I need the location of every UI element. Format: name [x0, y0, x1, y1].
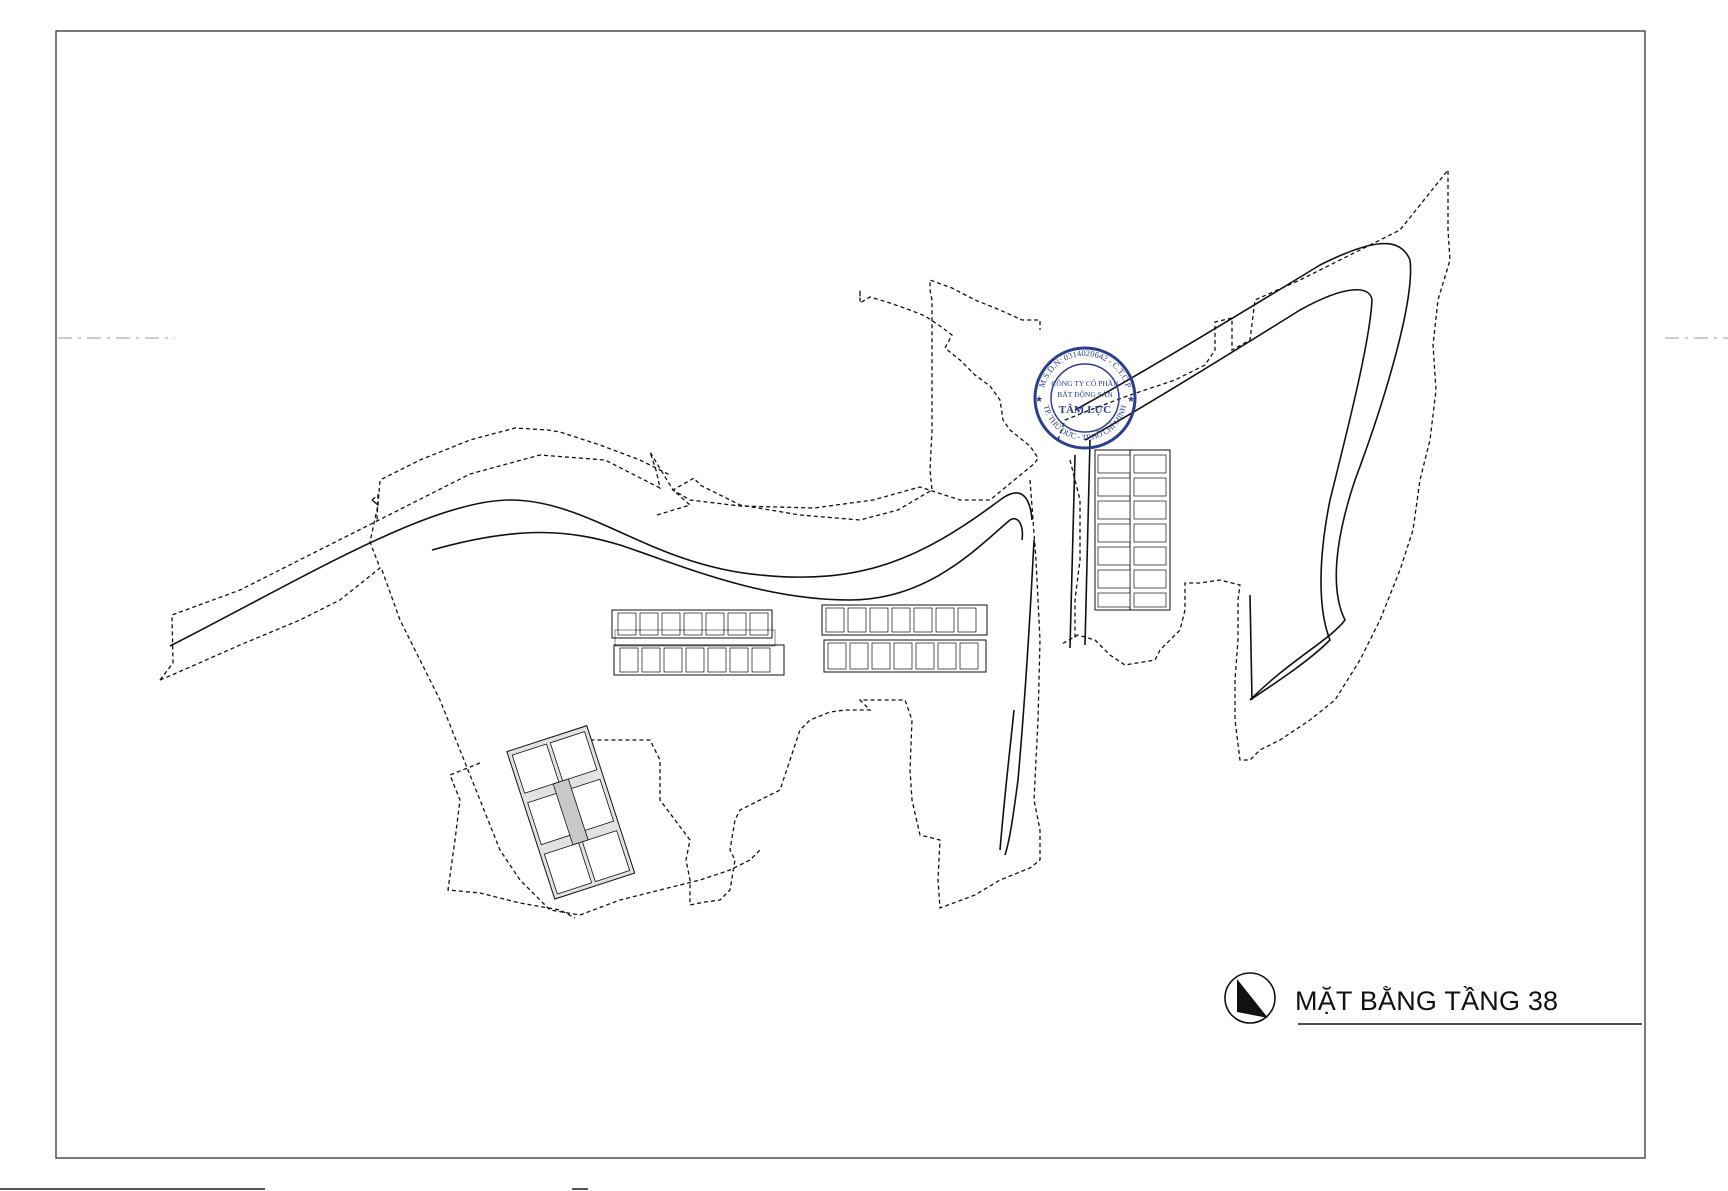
- road-main-curve-north: [169, 492, 1033, 647]
- boundary-southwest-block: [381, 569, 761, 916]
- roads: [169, 242, 1412, 856]
- boundary-east-inner-left: [1069, 459, 1081, 640]
- company-stamp: M.S.D.N: 0314020642 - C.T.C.P TP. THỦ ĐỨ…: [1033, 346, 1137, 450]
- scan-artifacts: [0, 337, 1728, 1190]
- stamp-line3: TÂM LỰC: [1059, 404, 1112, 416]
- boundary-west-top: [159, 493, 381, 681]
- sheet-border: [55, 30, 1646, 1159]
- north-arrow-icon: [1224, 972, 1276, 1024]
- stamp-line1: CÔNG TY CỔ PHẦN: [1051, 378, 1119, 388]
- road-east-vertical-right: [1084, 439, 1091, 646]
- building-central-west: [611, 609, 785, 676]
- boundary-southwest-outer: [447, 762, 576, 919]
- boundary-central-south: [549, 479, 1041, 909]
- site-boundaries: [159, 168, 1451, 919]
- road-east-vertical-left: [1069, 454, 1076, 649]
- stamp-star-icon: ★: [1035, 394, 1043, 404]
- road-east-mid: [1249, 594, 1253, 701]
- stamp-star-icon: ★: [1127, 394, 1135, 404]
- road-east-branch-inner: [1084, 289, 1373, 701]
- drawing-title: MẶT BẰNG TẦNG 38: [1295, 985, 1558, 1016]
- road-south-spur: [1004, 539, 1035, 856]
- building-southwest-tower: [506, 725, 636, 900]
- road-south-spur-inner: [999, 709, 1015, 851]
- stamp-line2: BẤT ĐỘNG SẢN: [1057, 389, 1113, 399]
- road-east-branch-outer: [1074, 242, 1412, 701]
- building-central-east: [821, 604, 988, 673]
- boundary-central-north: [656, 279, 1041, 521]
- boundary-east-block: [1057, 168, 1451, 761]
- boundary-north-top: [371, 427, 671, 507]
- building-east-tower: [1094, 449, 1171, 611]
- boundary-west-strip: [159, 290, 1039, 681]
- road-main-curve-south: [431, 518, 1024, 601]
